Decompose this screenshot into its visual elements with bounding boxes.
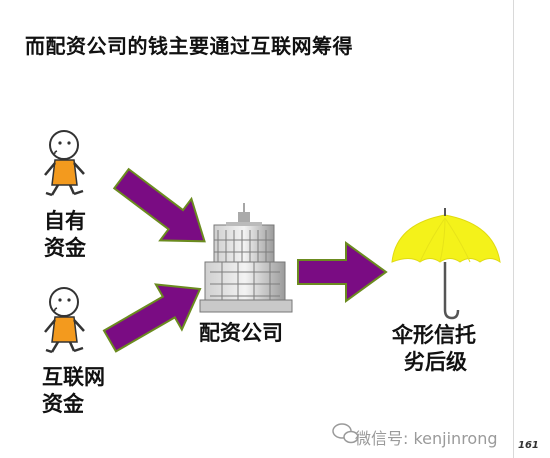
label-trust-line-2: 劣后级 xyxy=(404,350,467,374)
arrow-company-to-trust xyxy=(297,241,388,303)
arrow-internet-to-company xyxy=(102,283,202,353)
umbrella-icon xyxy=(391,208,501,320)
office-building-icon xyxy=(199,203,293,313)
slide-title: 而配资公司的钱主要通过互联网筹得 xyxy=(25,34,353,58)
label-internet-funds: 互联网 资金 xyxy=(42,364,105,418)
slide-border xyxy=(513,0,544,458)
label-own-funds: 自有 资金 xyxy=(44,208,86,262)
label-trust-line-1: 伞形信托 xyxy=(392,323,476,347)
label-internet-funds-line-2: 资金 xyxy=(42,392,84,416)
person-icon-internet-funds xyxy=(44,287,85,354)
watermark-text: 微信号: kenjinrong xyxy=(355,429,498,448)
wechat-logo-icon xyxy=(332,423,359,444)
person-icon-own-funds xyxy=(44,130,85,197)
label-own-funds-line-1: 自有 xyxy=(44,209,86,233)
label-trust: 伞形信托 劣后级 xyxy=(392,322,476,376)
arrow-own-to-company xyxy=(112,167,206,243)
label-internet-funds-line-1: 互联网 xyxy=(42,365,105,389)
label-company: 配资公司 xyxy=(199,321,283,345)
page-number: 161 xyxy=(518,440,539,451)
label-own-funds-line-2: 资金 xyxy=(44,236,86,260)
